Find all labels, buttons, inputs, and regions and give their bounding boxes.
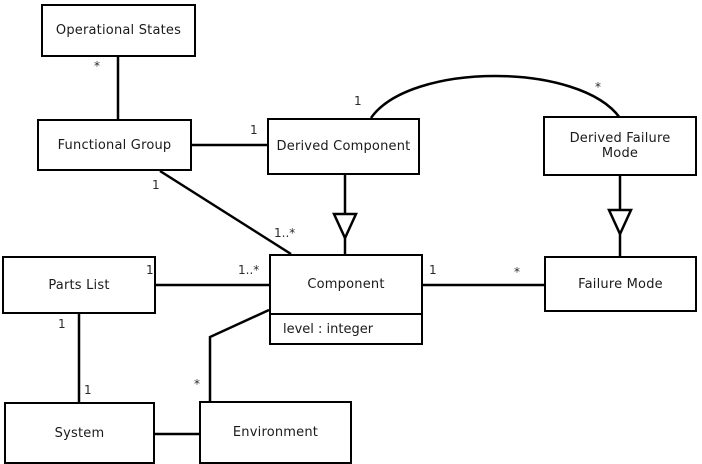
multiplicity-parts-list-to-component: 1 xyxy=(146,263,154,277)
multiplicity-functional-group-to-component: 1 xyxy=(152,178,160,192)
class-box-functional-group[interactable]: Functional Group xyxy=(37,119,192,171)
class-name-operational-states: Operational States xyxy=(55,23,182,38)
edge-environment-component xyxy=(208,308,270,401)
class-box-parts-list[interactable]: Parts List xyxy=(2,256,156,314)
multiplicity-failure-mode-from-component: * xyxy=(514,265,520,279)
class-box-failure-mode[interactable]: Failure Mode xyxy=(544,256,697,312)
edge-derived-component-derived-failure-mode-arc xyxy=(369,74,622,119)
multiplicity-derived-component-arc: 1 xyxy=(354,94,362,108)
class-box-environment[interactable]: Environment xyxy=(199,401,352,464)
multiplicity-parts-list-to-system: 1 xyxy=(58,317,66,331)
generalization-triangle-component xyxy=(332,212,358,242)
class-name-functional-group: Functional Group xyxy=(57,137,172,153)
multiplicity-derived-failure-mode-arc: * xyxy=(595,80,601,94)
class-name-component: Component xyxy=(307,277,385,292)
class-attribute-component-level: level : integer xyxy=(271,313,421,343)
class-name-failure-mode: Failure Mode xyxy=(578,276,663,292)
class-name-system: System xyxy=(54,425,105,441)
multiplicity-component-from-functional-group: 1..* xyxy=(274,226,296,240)
generalization-triangle-failure-mode xyxy=(607,208,633,238)
edge-functional-group-component xyxy=(159,169,292,256)
class-box-component[interactable]: Component level : integer xyxy=(269,254,423,345)
class-box-derived-component[interactable]: Derived Component xyxy=(267,118,420,175)
class-name-derived-component: Derived Component xyxy=(276,139,411,154)
multiplicity-functional-group-to-derived-component: 1 xyxy=(250,123,258,137)
class-name-parts-list: Parts List xyxy=(48,277,110,293)
class-box-system[interactable]: System xyxy=(4,402,155,464)
class-name-environment: Environment xyxy=(232,425,319,440)
multiplicity-component-to-failure-mode: 1 xyxy=(429,263,437,277)
class-name-derived-failure-mode: Derived Failure Mode xyxy=(569,131,671,161)
multiplicity-component-from-parts-list: 1..* xyxy=(238,263,260,277)
multiplicity-operational-states-to-functional-group: * xyxy=(94,59,100,73)
multiplicity-environment-to-component: * xyxy=(194,377,200,391)
multiplicity-system-to-parts-list: 1 xyxy=(84,383,92,397)
class-box-operational-states[interactable]: Operational States xyxy=(41,4,196,57)
class-box-derived-failure-mode[interactable]: Derived Failure Mode xyxy=(543,116,697,176)
